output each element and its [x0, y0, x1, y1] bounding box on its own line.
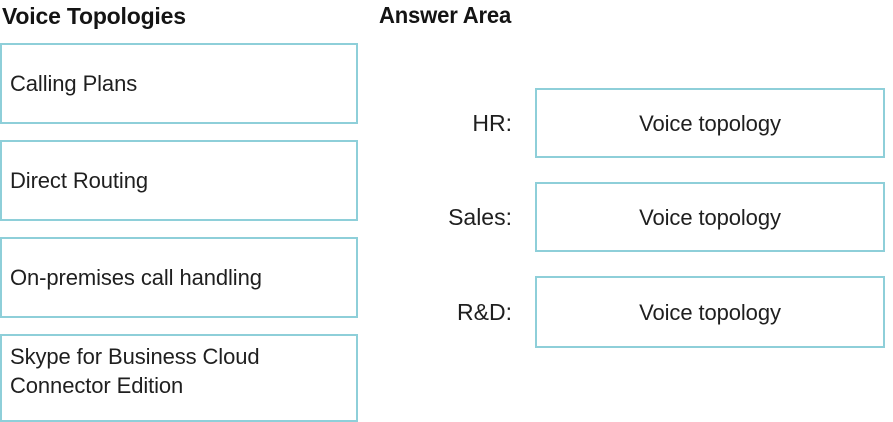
- answer-drop-target-sales[interactable]: Voice topology: [535, 182, 885, 252]
- answer-row-hr: HR: Voice topology: [400, 88, 893, 158]
- answer-area-heading: Answer Area: [379, 2, 512, 28]
- answer-row-label: Sales:: [448, 204, 512, 230]
- option-tile-label: Skype for Business Cloud Connector Editi…: [10, 344, 260, 398]
- option-tile-direct-routing[interactable]: Direct Routing: [0, 140, 358, 221]
- option-tile-label: Direct Routing: [10, 168, 148, 193]
- answer-row-label: R&D:: [457, 299, 512, 325]
- option-tile-skype-for-business-cloud-connector-edition[interactable]: Skype for Business Cloud Connector Editi…: [0, 334, 358, 422]
- answer-row-sales: Sales: Voice topology: [400, 182, 893, 252]
- option-tile-on-premises-call-handling[interactable]: On-premises call handling: [0, 237, 358, 318]
- voice-topologies-heading: Voice Topologies: [2, 3, 186, 29]
- answer-row-label: HR:: [472, 110, 512, 136]
- option-tile-label: On-premises call handling: [10, 265, 262, 290]
- answer-drop-target-placeholder: Voice topology: [639, 299, 781, 325]
- option-tile-calling-plans[interactable]: Calling Plans: [0, 43, 358, 124]
- answer-drop-target-hr[interactable]: Voice topology: [535, 88, 885, 158]
- answer-row-rd: R&D: Voice topology: [400, 276, 893, 348]
- answer-drop-target-placeholder: Voice topology: [639, 110, 781, 136]
- answer-drop-target-placeholder: Voice topology: [639, 204, 781, 230]
- option-tile-label: Calling Plans: [10, 71, 138, 96]
- answer-drop-target-rd[interactable]: Voice topology: [535, 276, 885, 348]
